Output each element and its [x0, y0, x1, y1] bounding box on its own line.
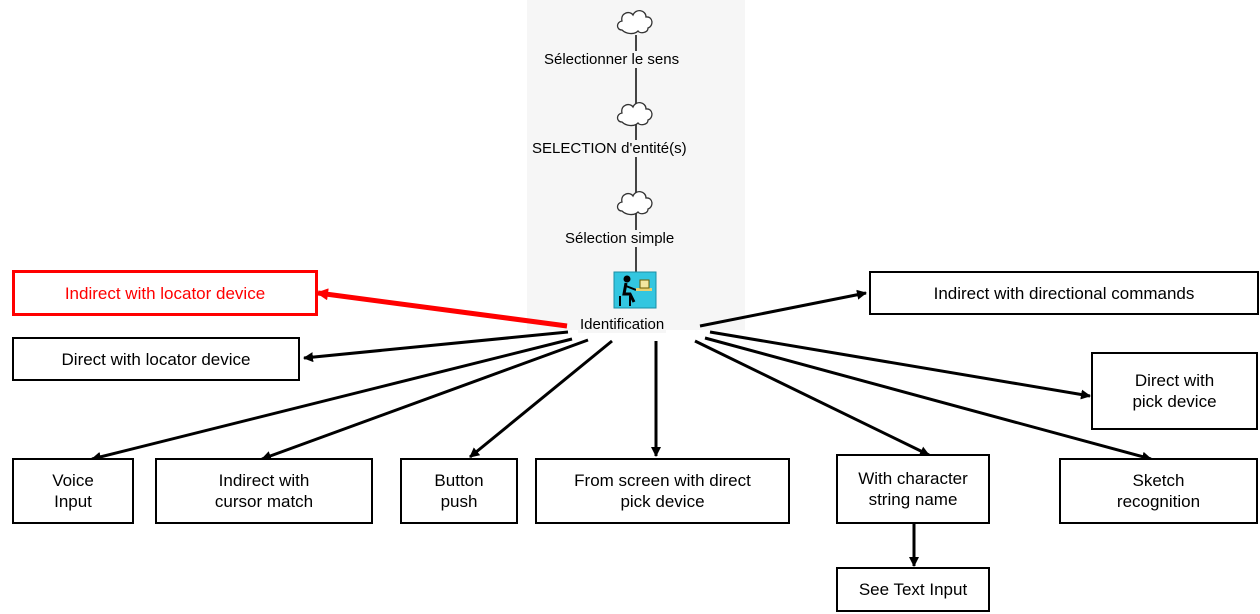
arrow-sketch [704, 336, 1152, 462]
indirect-directional-box: Indirect with directional commands [869, 271, 1259, 315]
arrow-direct-pick [709, 330, 1091, 400]
cloud-icon [616, 102, 653, 127]
identification-label: Identification [578, 316, 667, 333]
arrow-voice [91, 337, 573, 462]
cloud-icon [616, 10, 653, 35]
direct-pick-box: Direct with pick device [1091, 352, 1258, 430]
arrow-button-push [469, 339, 613, 459]
cursor-match-box: Indirect with cursor match [155, 458, 373, 524]
arrow-indirect-locator [316, 288, 568, 329]
indirect-locator-box: Indirect with locator device [12, 270, 318, 316]
person-at-desk-icon [613, 271, 657, 309]
arrow-cursor-match [261, 338, 589, 461]
button-push-box: Button push [400, 458, 518, 524]
char-string-box: With character string name [836, 454, 990, 524]
voice-input-box: Voice Input [12, 458, 134, 524]
screen-pick-box: From screen with direct pick device [535, 458, 790, 524]
level2-label: SELECTION d'entité(s) [530, 140, 689, 157]
text-input-box: See Text Input [836, 567, 990, 612]
cloud-icon [616, 191, 653, 216]
direct-locator-box: Direct with locator device [12, 337, 300, 381]
sketch-box: Sketch recognition [1059, 458, 1258, 524]
arrow-indirect-directional [699, 289, 867, 328]
level1-label: Sélectionner le sens [542, 51, 682, 68]
arrow-direct-locator [303, 330, 569, 363]
level3-label: Sélection simple [563, 230, 677, 247]
arrow-char-string [694, 339, 930, 457]
